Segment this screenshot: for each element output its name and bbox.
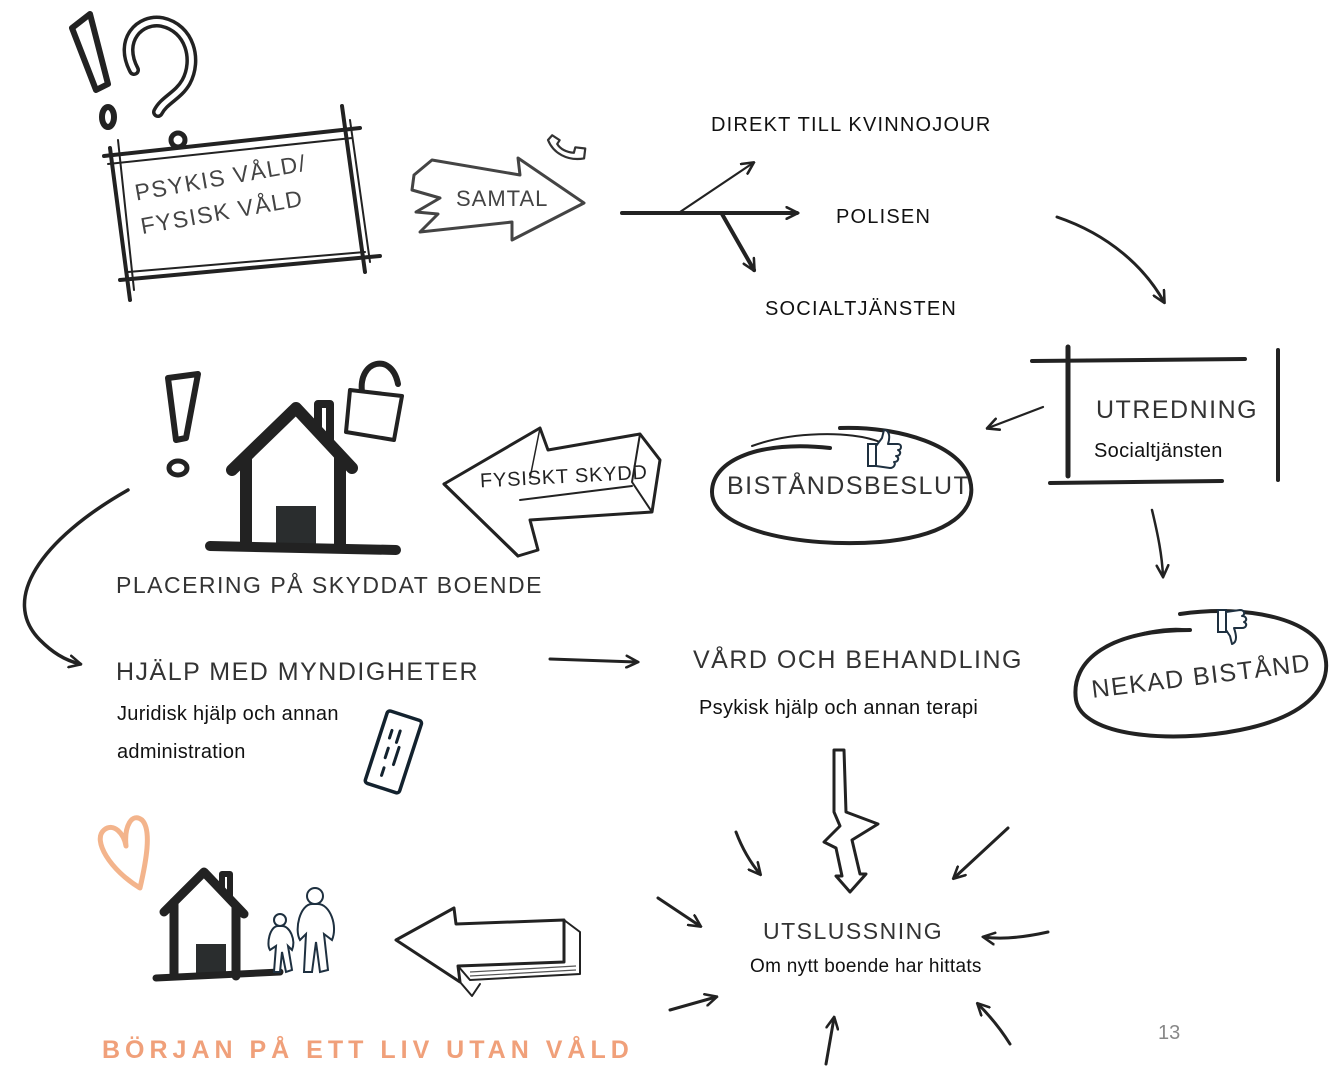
arrow-to-decision <box>988 405 1045 428</box>
phone-icon <box>546 134 587 161</box>
arrow-to-denied <box>1150 508 1163 576</box>
decision-ellipse <box>710 425 974 546</box>
house-icon <box>205 400 401 555</box>
call-label: SAMTAL <box>456 186 549 211</box>
exit-to-new-life-arrow <box>394 906 581 997</box>
decision-label: BISTÅNDSBESLUT <box>727 472 971 500</box>
denied-ellipse <box>1073 609 1329 739</box>
lock-icon <box>344 360 404 442</box>
page-number: 13 <box>1158 1022 1181 1044</box>
placement-label: PLACERING PÅ SKYDDAT BOENDE <box>116 572 543 598</box>
investigation-title: UTREDNING <box>1096 396 1259 424</box>
authorities-line2: administration <box>117 741 246 763</box>
exit-arrows <box>656 826 1050 1066</box>
exit-title: UTSLUSSNING <box>763 918 944 944</box>
family-icon <box>152 867 336 982</box>
heart-icon <box>97 815 150 891</box>
investigation-subtitle: Socialtjänsten <box>1094 440 1223 462</box>
authorities-line1: Juridisk hjälp och annan <box>117 703 339 725</box>
care-subtitle: Psykisk hjälp och annan terapi <box>699 697 979 719</box>
lightning-arrow-icon <box>822 748 880 894</box>
exit-subtitle: Om nytt boende har hittats <box>750 956 982 977</box>
thumbs-up-icon <box>867 429 902 469</box>
protection-arrow <box>442 426 662 558</box>
question-icon <box>122 15 198 150</box>
branch-arrows <box>620 163 797 270</box>
exclamation-icon <box>165 371 201 478</box>
new-life-label: BÖRJAN PÅ ETT LIV UTAN VÅLD <box>102 1036 634 1064</box>
arrow-to-care <box>548 659 637 662</box>
thumbs-down-icon <box>1217 609 1248 645</box>
exclamation-icon <box>69 11 117 130</box>
to-shelter-label: DIREKT TILL KVINNOJOUR <box>711 114 992 136</box>
authorities-title: HJÄLP MED MYNDIGHETER <box>116 658 480 686</box>
arrow-to-investigation <box>1055 215 1164 302</box>
arrow-to-authorities <box>22 488 130 664</box>
violence-box <box>102 104 382 302</box>
investigation-box <box>1030 344 1280 485</box>
call-arrow <box>410 156 586 242</box>
social-services-label: SOCIALTJÄNSTEN <box>765 298 958 320</box>
care-title: VÅRD OCH BEHANDLING <box>693 646 1023 674</box>
police-label: POLISEN <box>836 206 932 228</box>
document-icon <box>363 709 424 795</box>
